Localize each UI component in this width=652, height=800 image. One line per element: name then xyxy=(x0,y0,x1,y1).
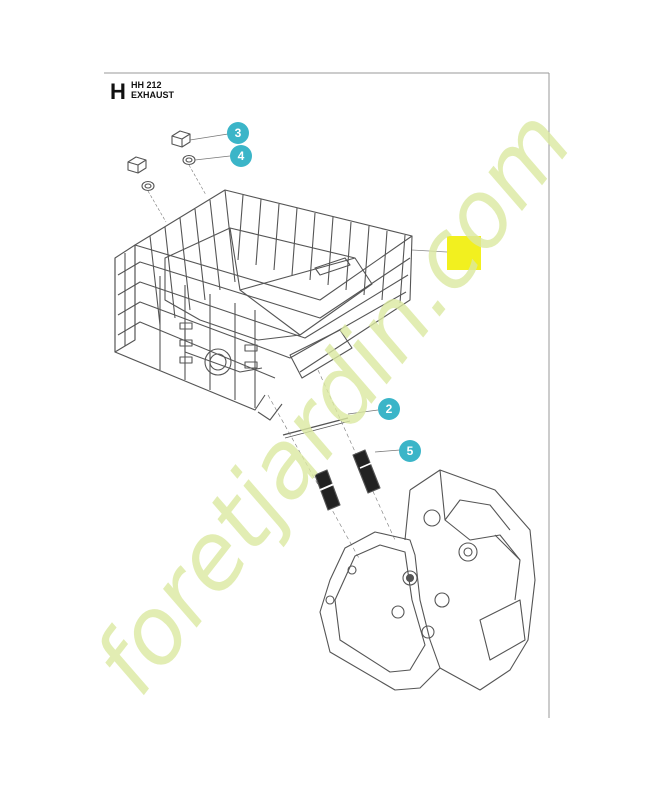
model-label: HH 212 xyxy=(131,80,162,90)
callout-5[interactable]: 5 xyxy=(399,440,421,462)
bolt-part-3 xyxy=(171,130,191,148)
callout-4[interactable]: 4 xyxy=(230,145,252,167)
callout-3[interactable]: 3 xyxy=(227,122,249,144)
muffler-heat-shield xyxy=(114,189,413,421)
section-letter: H xyxy=(110,79,126,104)
callout-2[interactable]: 2 xyxy=(378,398,400,420)
gasket-part-2 xyxy=(282,417,351,439)
stud-part-5 xyxy=(314,449,381,511)
highlight-marker xyxy=(447,236,481,270)
section-title: EXHAUST xyxy=(131,90,175,100)
washer-left xyxy=(141,180,155,192)
cylinder-head xyxy=(319,469,536,691)
bolt-left xyxy=(127,156,147,174)
